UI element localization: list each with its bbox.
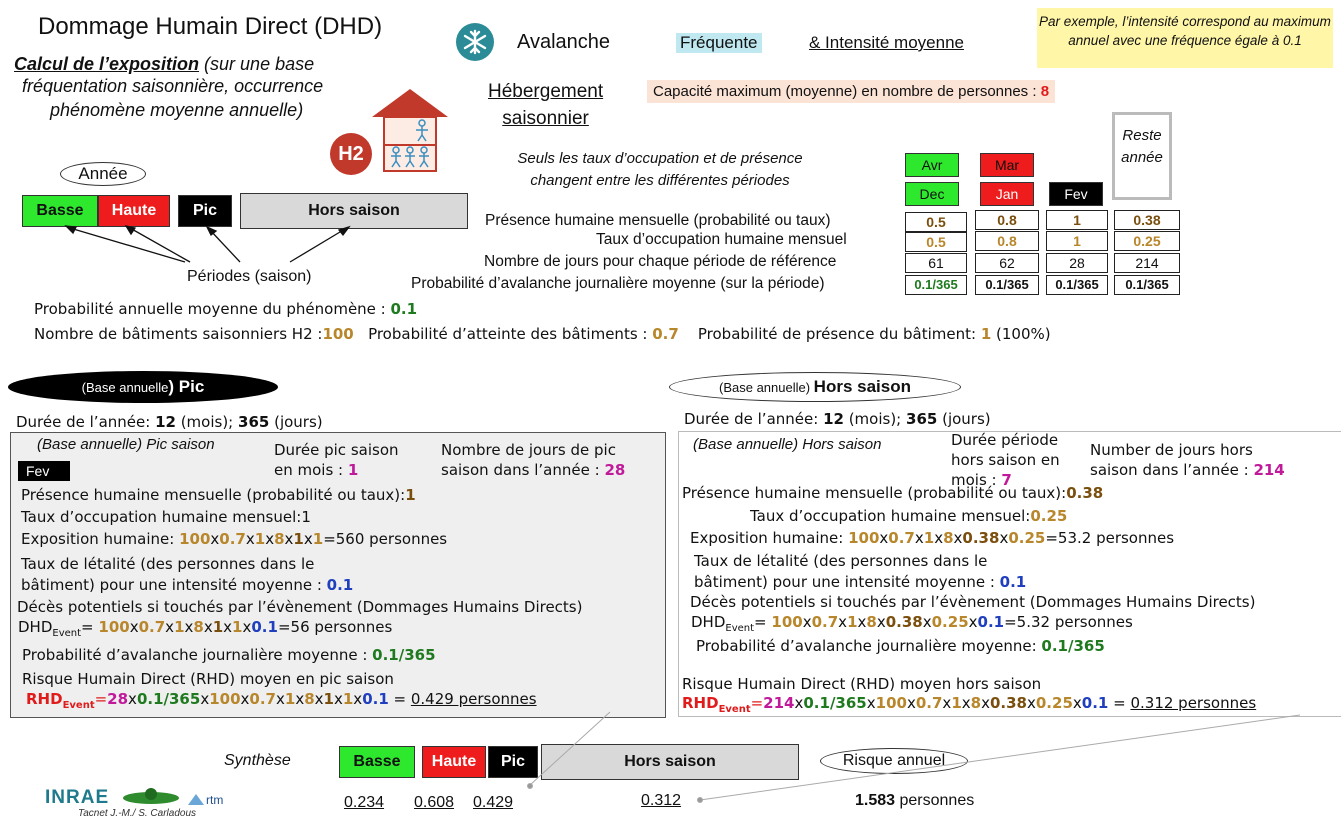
cell-proba-2: 0.1/365 xyxy=(975,275,1039,295)
frequency-label: Fréquente xyxy=(676,33,762,53)
cell-jours-2: 62 xyxy=(975,253,1039,273)
hors-duree-annee: Durée de l’année: 12 (mois); 365 (jours) xyxy=(684,410,991,428)
hors-proba: Probabilité d’avalanche journalière moye… xyxy=(696,637,1105,655)
cell-occ-1: 0.5 xyxy=(905,232,967,252)
cell-presence-1: 0.5 xyxy=(905,212,967,232)
annee-oval: Année xyxy=(60,162,146,186)
onf-logo xyxy=(122,787,180,809)
house-icon xyxy=(370,87,450,173)
period-basse: Basse xyxy=(22,195,98,227)
month-dec: Dec xyxy=(905,182,959,206)
param-batiments: Nombre de bâtiments saisonniers H2 :100 … xyxy=(34,325,1051,343)
hors-taux: Taux d’occupation humaine mensuel:0.25 xyxy=(750,507,1068,525)
cell-occ-3: 1 xyxy=(1046,231,1108,251)
inrae-logo: INRAE xyxy=(45,787,110,808)
period-hors-saison: Hors saison xyxy=(240,193,468,229)
rtm-label: rtm xyxy=(206,793,224,807)
row-label-presence: Présence humaine mensuelle (probabilité … xyxy=(485,212,831,229)
cell-presence-2: 0.8 xyxy=(975,210,1039,230)
val-basse: 0.234 xyxy=(344,794,385,811)
periods-caption: Périodes (saison) xyxy=(187,268,312,285)
row-label-proba: Probabilité d’avalanche journalière moye… xyxy=(411,275,825,292)
period-arrows xyxy=(64,225,351,263)
cell-proba-1: 0.1/365 xyxy=(905,275,967,295)
hors-exposition: Exposition humaine: 100x0.7x1x8x0.38x0.2… xyxy=(690,529,1175,547)
synthese-label: Synthèse xyxy=(224,752,291,769)
cell-proba-3: 0.1/365 xyxy=(1046,275,1108,295)
intensity-note: Par exemple, l’intensité correspond au m… xyxy=(1037,8,1333,68)
h2-badge: H2 xyxy=(330,133,372,175)
param-proba-annuelle: Probabilité annuelle moyenne du phénomèn… xyxy=(34,300,418,318)
pic-pill: (Base annuelle) Pic xyxy=(8,371,278,403)
pic-exposition: Exposition humaine: 100x0.7x1x8x1x1=560 … xyxy=(21,530,448,548)
pic-fev-tag: Fev xyxy=(18,461,70,481)
cell-jours-1: 61 xyxy=(905,253,967,273)
val-total: 1.583 personnes xyxy=(855,792,975,809)
intensity-label: & Intensité moyenne xyxy=(809,33,964,52)
pic-deces: Décès potentiels si touchés par l’évènem… xyxy=(17,598,583,616)
pic-rhd-formula: RHDEvent=28x0.1/365x100x0.7x1x8x1x1x0.1 … xyxy=(26,690,537,711)
calc-subtitle: Calcul de l’exposition (sur une base xyxy=(14,54,315,74)
cell-jours-4: 214 xyxy=(1114,253,1180,273)
hors-presence: Présence humaine mensuelle (probabilité … xyxy=(682,484,1104,502)
row-label-jours: Nombre de jours pour chaque période de r… xyxy=(484,253,837,270)
synthese-haute: Haute xyxy=(422,746,486,778)
rtm-logo xyxy=(186,792,236,810)
hors-deces: Décès potentiels si touchés par l’évènem… xyxy=(690,593,1256,611)
hors-box xyxy=(678,431,1341,717)
month-jan: Jan xyxy=(980,182,1034,206)
synthese-pic: Pic xyxy=(488,746,538,778)
credit: Tacnet J.-M./ S. Carladous xyxy=(78,808,197,819)
synthese-hors: Hors saison xyxy=(541,744,799,780)
capacity-box: Capacité maximum (moyenne) en nombre de … xyxy=(647,80,1056,103)
hazard-label: Avalanche xyxy=(517,31,611,53)
hors-dhd-formula: DHDEvent= 100x0.7x1x8x0.38x0.25x0.1=5.32… xyxy=(691,613,1133,634)
row-label-occupation: Taux d’occupation humaine mensuel xyxy=(596,231,847,248)
hors-rhd-formula: RHDEvent=214x0.1/365x100x0.7x1x8x0.38x0.… xyxy=(682,694,1257,715)
month-avr: Avr xyxy=(905,153,959,177)
risque-annuel-oval: Risque annuel xyxy=(820,748,968,774)
cell-jours-3: 28 xyxy=(1046,253,1108,273)
hors-box-title: (Base annuelle) Hors saison xyxy=(693,436,882,453)
cell-occ-2: 0.8 xyxy=(975,231,1039,251)
cell-presence-4: 0.38 xyxy=(1114,210,1180,230)
pic-box-title: (Base annuelle) Pic saison xyxy=(37,436,215,453)
pic-dhd-formula: DHDEvent= 100x0.7x1x8x1x1x0.1=56 personn… xyxy=(18,618,393,639)
pic-presence: Présence humaine mensuelle (probabilité … xyxy=(21,486,416,504)
page-title: Dommage Humain Direct (DHD) xyxy=(38,13,383,40)
cell-presence-3: 1 xyxy=(1046,210,1108,230)
cell-proba-4: 0.1/365 xyxy=(1114,275,1180,295)
periods-note: Seuls les taux d’occupation et de présen… xyxy=(517,150,803,189)
synthese-basse: Basse xyxy=(339,746,415,778)
val-haute: 0.608 xyxy=(414,794,455,811)
hors-pill: (Base annuelle) Hors saison xyxy=(669,372,961,402)
cell-occ-4: 0.25 xyxy=(1114,231,1180,251)
pic-taux: Taux d’occupation humaine mensuel:1 xyxy=(21,508,311,526)
val-pic: 0.429 xyxy=(473,794,514,811)
hors-rhd-title: Risque Humain Direct (RHD) moyen hors sa… xyxy=(682,675,1042,693)
period-pic: Pic xyxy=(178,195,232,227)
avalanche-icon xyxy=(455,22,495,62)
calc-subtitle-line3: phénomène moyenne annuelle) xyxy=(50,100,304,120)
period-haute: Haute xyxy=(98,195,170,227)
pic-proba: Probabilité d’avalanche journalière moye… xyxy=(22,646,436,664)
month-mar: Mar xyxy=(980,153,1034,177)
pic-duree-annee: Durée de l’année: 12 (mois); 365 (jours) xyxy=(16,413,323,431)
calc-subtitle-line2: fréquentation saisonnière, occurrence xyxy=(22,76,324,96)
month-fev: Fev xyxy=(1049,182,1103,206)
pic-rhd-title: Risque Humain Direct (RHD) moyen en pic … xyxy=(22,670,394,688)
pic-box xyxy=(10,432,666,718)
val-hors: 0.312 xyxy=(641,792,682,809)
